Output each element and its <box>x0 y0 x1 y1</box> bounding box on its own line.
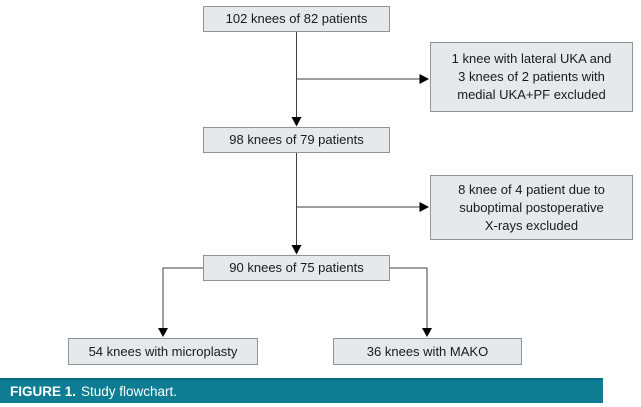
figure-caption-label: FIGURE 1. <box>10 384 77 399</box>
arrowhead-bottom-right <box>422 328 432 337</box>
excl1-line-1: 1 knee with lateral UKA and <box>451 51 612 66</box>
node-mako: 36 knees with MAKO <box>333 338 522 365</box>
arrowhead-excl2 <box>419 202 429 212</box>
excl2-line-3: X-rays excluded <box>484 217 579 233</box>
flowchart-connectors <box>158 32 432 337</box>
excl2-line-1: 8 knee of 4 patient due to <box>458 181 605 197</box>
node-102-knees: 102 knees of 82 patients <box>203 6 390 32</box>
node-excluded-xrays: 8 knee of 4 patient due to suboptimal po… <box>430 175 633 240</box>
excl1-line-2: 3 knees of 2 patients with <box>458 69 605 84</box>
arrowhead-excl1 <box>419 74 429 84</box>
node-microplasty: 54 knees with microplasty <box>68 338 258 365</box>
node-98-knees: 98 knees of 79 patients <box>203 127 390 153</box>
connector-third-to-left <box>162 267 203 329</box>
arrowhead-bottom-left <box>158 328 168 337</box>
arrowhead-top-to-mid <box>291 117 302 127</box>
excl1-line-3: medial UKA+PF excluded <box>457 87 606 102</box>
excl2-line-2: suboptimal postoperative <box>459 199 604 215</box>
node-excluded-lateral-uka: 1 knee with lateral UKA and 3 knees of 2… <box>430 42 633 112</box>
node-90-knees: 90 knees of 75 patients <box>203 255 390 281</box>
connector-third-to-right <box>390 267 428 329</box>
arrowhead-mid-to-third <box>291 245 302 255</box>
figure-caption-bar: FIGURE 1. Study flowchart. <box>0 378 603 403</box>
figure-caption-text: Study flowchart. <box>81 384 178 399</box>
